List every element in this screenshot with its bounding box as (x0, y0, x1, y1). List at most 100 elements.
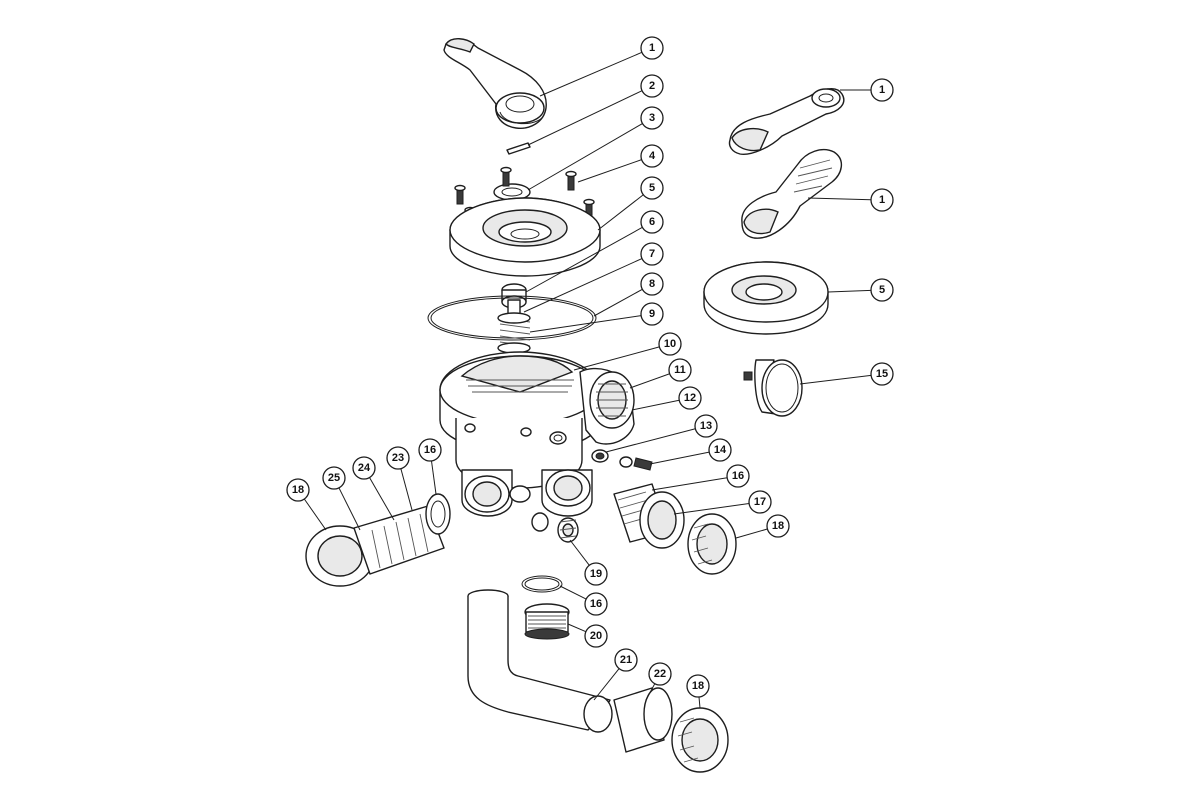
callout-leader-line (698, 696, 701, 709)
callout-leader-line (629, 373, 670, 389)
callout-9: 9 (529, 302, 664, 333)
callout-circle (870, 362, 894, 386)
callout-leader-line (559, 585, 587, 600)
callout-leader-line (529, 315, 642, 333)
callout-25: 25 (322, 466, 361, 531)
callout-4: 4 (577, 144, 664, 183)
callout-1: 1 (840, 78, 894, 102)
callout-circle (584, 562, 608, 586)
callout-leader-line (567, 623, 587, 633)
callout-number: 1 (879, 84, 885, 96)
callout-leader-line (430, 460, 437, 495)
part-right-union (613, 483, 737, 575)
callout-number: 25 (328, 472, 340, 484)
part-elbow-pipe (467, 589, 613, 733)
callout-leader-line (827, 289, 872, 293)
callout-circle (694, 414, 718, 438)
callouts-layer: 1234567891011121314161718191620212218182… (286, 36, 894, 709)
callout-circle (748, 490, 772, 514)
callout-leader-line (593, 288, 643, 317)
callout-16: 16 (559, 585, 608, 616)
callout-circle (668, 358, 692, 382)
callout-circle (640, 36, 664, 60)
callout-leader-line (605, 428, 696, 453)
callout-number: 19 (590, 568, 602, 580)
callout-circle (322, 466, 346, 490)
callout-18: 18 (286, 478, 327, 531)
callout-leader-line (597, 194, 644, 231)
callout-circle (648, 662, 672, 686)
callout-circle (352, 456, 376, 480)
callout-number: 11 (674, 364, 686, 376)
callout-number: 2 (649, 80, 655, 92)
callout-leader-line (569, 539, 590, 566)
part-handle (443, 38, 547, 129)
callout-circle (870, 78, 894, 102)
callout-6: 6 (525, 210, 664, 293)
callout-leader-line (651, 477, 728, 491)
callout-number: 14 (714, 444, 727, 456)
callout-number: 17 (754, 496, 766, 508)
callout-circle (640, 106, 664, 130)
callout-number: 9 (649, 308, 655, 320)
callout-leader-line (338, 487, 361, 531)
callout-circle (870, 188, 894, 212)
callout-11: 11 (629, 358, 692, 389)
part-pin (506, 142, 531, 155)
callout-21: 21 (593, 648, 638, 701)
callout-circle (640, 74, 664, 98)
callout-leader-line (400, 468, 413, 511)
callout-24: 24 (352, 456, 395, 521)
callout-circle (766, 514, 790, 538)
callout-number: 1 (649, 42, 655, 54)
callout-circle (658, 332, 682, 356)
callout-number: 18 (292, 484, 304, 496)
callout-13: 13 (605, 414, 718, 453)
callout-number: 4 (649, 150, 656, 162)
callout-leader-line (593, 668, 620, 701)
callout-number: 12 (684, 392, 696, 404)
callout-number: 3 (649, 112, 655, 124)
callout-circle (640, 242, 664, 266)
callout-5: 5 (597, 176, 664, 231)
callout-leader-line (807, 197, 872, 201)
callout-number: 5 (879, 284, 885, 296)
callout-leader-line (369, 477, 395, 521)
callout-16: 16 (418, 438, 442, 495)
part-bottom-union (613, 687, 729, 773)
part-alt-cover (703, 261, 829, 335)
callout-circle (678, 386, 702, 410)
part-lower-oring (521, 575, 563, 593)
part-small-fittings (591, 449, 653, 471)
callout-17: 17 (673, 490, 772, 515)
callout-15: 15 (799, 362, 894, 386)
callout-23: 23 (386, 446, 413, 511)
callout-8: 8 (593, 272, 664, 317)
callout-circle (584, 592, 608, 616)
part-drain-fitting (524, 603, 570, 640)
part-cover (449, 197, 601, 277)
callout-14: 14 (649, 438, 732, 465)
callout-5: 5 (827, 278, 894, 302)
callout-1: 1 (539, 36, 664, 97)
callout-leader-line (525, 226, 643, 293)
callout-number: 16 (732, 470, 744, 482)
callout-leader-line (645, 683, 656, 701)
callout-leader-line (649, 451, 710, 465)
callout-number: 13 (700, 420, 712, 432)
callout-leader-line (673, 503, 750, 515)
callout-number: 16 (590, 598, 602, 610)
callout-leader-line (523, 258, 643, 313)
part-shaft-spring (497, 299, 531, 354)
callout-number: 22 (654, 668, 666, 680)
callout-number: 8 (649, 278, 655, 290)
part-alt-handle-2 (741, 148, 842, 239)
callout-18: 18 (735, 514, 790, 539)
callout-20: 20 (567, 623, 608, 648)
callout-18: 18 (686, 674, 710, 709)
callout-leader-line (539, 51, 643, 97)
callout-1: 1 (807, 188, 894, 212)
callout-number: 7 (649, 248, 655, 260)
